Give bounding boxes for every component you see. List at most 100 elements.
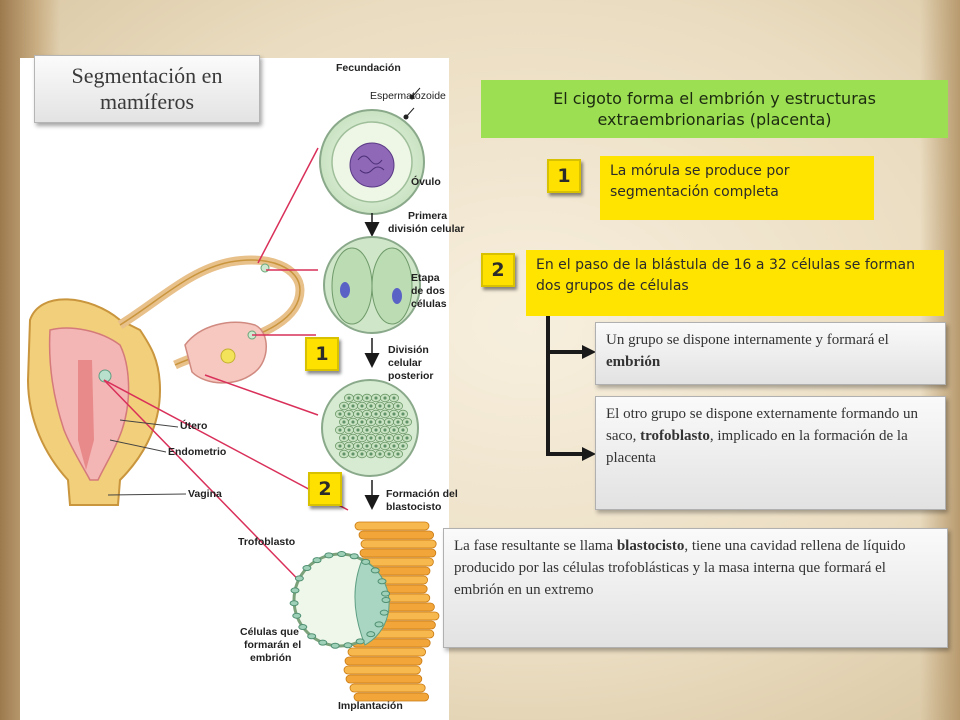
trophoblast-cell	[349, 553, 359, 560]
morula-cell-nucleus	[351, 404, 355, 408]
morula-cell-nucleus	[356, 412, 360, 416]
label-implantacion: Implantación	[338, 700, 403, 712]
endometrium-cell	[343, 665, 421, 675]
morula-cell-nucleus	[374, 412, 378, 416]
trophoblast-cell	[370, 567, 380, 574]
morula-cell-nucleus	[387, 404, 391, 408]
morula-cell-nucleus	[396, 420, 400, 424]
trophoblast-cell	[302, 565, 312, 572]
morula-cell-nucleus	[360, 436, 364, 440]
label-celulas-3: embrión	[250, 652, 292, 664]
morula-cell-nucleus	[383, 444, 387, 448]
diagram-marker-2: 2	[308, 472, 342, 506]
morula-cell-nucleus	[387, 436, 391, 440]
morula-cell-nucleus	[378, 404, 382, 408]
label-endometrio: Endometrio	[168, 446, 227, 458]
morula-cell-nucleus	[342, 452, 346, 456]
morula-cell-nucleus	[401, 412, 405, 416]
summary-text-after: , tiene una cavidad rellena de líquido p…	[454, 538, 906, 598]
morula-cell-nucleus	[347, 428, 351, 432]
stage-morula	[321, 379, 419, 477]
diagram-marker-1: 1	[305, 337, 339, 371]
trophoblast-cell	[294, 575, 304, 582]
step-2-box: En el paso de la blástula de 16 a 32 cél…	[526, 250, 944, 316]
morula-cell-nucleus	[342, 420, 346, 424]
endometrium-cell	[360, 539, 437, 549]
morula-cell-nucleus	[396, 452, 400, 456]
morula-cell-nucleus	[338, 428, 342, 432]
trophoblast-cell	[381, 597, 391, 603]
external-group-bold: trofoblasto	[640, 428, 710, 444]
internal-group-box: Un grupo se dispone internamente y forma…	[595, 322, 946, 385]
morula-cell-nucleus	[369, 404, 373, 408]
label-ovulo: Óvulo	[411, 176, 441, 188]
morula-cell-nucleus	[351, 452, 355, 456]
trophoblast-cell	[290, 587, 300, 594]
morula-cell-nucleus	[401, 428, 405, 432]
external-group-text-after: , implicado en la formación de la placen…	[606, 428, 908, 466]
step-1-box: La mórula se produce por segmentación co…	[600, 156, 874, 220]
label-etapa-2: de dos	[411, 285, 445, 297]
morula-cell-nucleus	[369, 452, 373, 456]
endometrium-cell	[344, 656, 423, 666]
pointer-lines	[103, 147, 349, 601]
external-group-text: El otro grupo se dispone externamente fo…	[606, 406, 918, 444]
trophoblast-cell	[330, 642, 340, 649]
morula-cell-nucleus	[360, 404, 364, 408]
endometrium-cell	[345, 674, 423, 684]
morula-cell-nucleus	[365, 396, 369, 400]
morula-cell-nucleus	[374, 428, 378, 432]
endometrium-cell	[349, 683, 426, 693]
slide-title: Segmentación en mamíferos	[34, 55, 260, 123]
summary-text: La fase resultante se llama	[454, 538, 617, 554]
label-trofoblasto: Trofoblasto	[238, 536, 296, 548]
morula-cell-nucleus	[383, 396, 387, 400]
morula-cell-nucleus	[396, 404, 400, 408]
morula-cell-nucleus	[383, 428, 387, 432]
morula-cell-nucleus	[342, 436, 346, 440]
trophoblast-cell	[343, 642, 353, 649]
trophoblast-cell	[324, 552, 334, 559]
morula-cell-nucleus	[387, 420, 391, 424]
label-celulas-1: Células que	[240, 626, 299, 638]
morula-cell-nucleus	[378, 436, 382, 440]
label-primera-division-2: división celular	[388, 223, 465, 235]
morula-cell-nucleus	[378, 452, 382, 456]
label-espermatozoide: Espermatozoide	[370, 90, 446, 102]
morula-cell-nucleus	[392, 396, 396, 400]
uterus-illustration	[26, 255, 305, 506]
label-division-3: posterior	[388, 370, 434, 382]
trophoblast-cell	[292, 612, 302, 619]
morula-cell-nucleus	[387, 452, 391, 456]
endometrium-cell	[353, 692, 429, 702]
morula-cell-nucleus	[347, 412, 351, 416]
morula-cell-nucleus	[405, 420, 409, 424]
morula-cell-nucleus	[401, 444, 405, 448]
step-badge-2: 2	[481, 253, 515, 287]
morula-cell-nucleus	[365, 412, 369, 416]
trophoblast-cell	[381, 590, 391, 597]
label-formacion-2: blastocisto	[386, 501, 442, 513]
trophoblast-cell	[379, 609, 389, 616]
label-celulas-2: formarán el	[244, 639, 302, 651]
summary-banner: El cigoto forma el embrión y estructuras…	[481, 80, 948, 138]
trophoblast-cell	[337, 551, 347, 558]
trophoblast-cell	[307, 633, 317, 640]
trophoblast-cell	[312, 557, 322, 564]
morula-cell-nucleus	[396, 436, 400, 440]
morula-cell-nucleus	[369, 420, 373, 424]
morula-cell-nucleus	[405, 436, 409, 440]
morula-cell-nucleus	[378, 420, 382, 424]
anatomy-leader-lines	[107, 419, 187, 496]
morula-cell-nucleus	[369, 436, 373, 440]
step-badge-1: 1	[547, 159, 581, 193]
morula-cell-nucleus	[360, 452, 364, 456]
endometrium-cell	[359, 548, 437, 558]
label-division-2: celular	[388, 357, 422, 369]
morula-cell-nucleus	[392, 428, 396, 432]
blastocyst-summary-box: La fase resultante se llama blastocisto,…	[443, 528, 948, 648]
internal-group-text: Un grupo se dispone internamente y forma…	[606, 332, 889, 348]
trophoblast-cell	[355, 638, 365, 645]
morula-cell-nucleus	[365, 428, 369, 432]
